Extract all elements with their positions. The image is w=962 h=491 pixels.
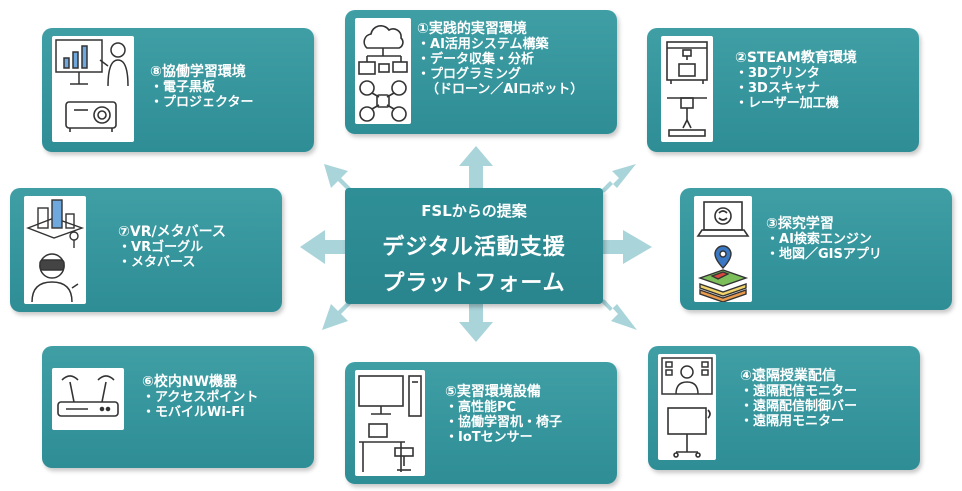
box1-text: ①実践的実習環境 AI活用システム構築 データ収集・分析 プログラミング （ドロ… xyxy=(417,21,583,98)
box4-text: ④遠隔授業配信 遠隔配信モニター 遠隔配信制御バー 遠隔用モニター xyxy=(740,368,857,430)
3d-printer-icon xyxy=(666,41,708,84)
box5-item: 協働学習机・椅子 xyxy=(445,415,562,431)
box6-title: ⑥校内NW機器 xyxy=(142,374,238,390)
desktop-pc-icon xyxy=(358,375,422,417)
arrow-up-left xyxy=(324,164,355,195)
arrow-down xyxy=(459,304,493,342)
box7-text: ⑦VR/メタバース VRゴーグル メタバース xyxy=(118,224,226,271)
box-practical-training: ①実践的実習環境 AI活用システム構築 データ収集・分析 プログラミング （ドロ… xyxy=(345,10,617,134)
box8-item: プロジェクター xyxy=(150,95,253,111)
box7-item: VRゴーグル xyxy=(118,240,226,256)
box4-item: 遠隔用モニター xyxy=(740,414,857,430)
box8-title: ⑧協働学習環境 xyxy=(150,64,246,80)
arrow-right xyxy=(603,230,652,264)
box1-item: AI活用システム構築 xyxy=(417,37,583,53)
projector-icon xyxy=(65,101,117,132)
box5-text: ⑤実習環境設備 高性能PC 協働学習机・椅子 IoTセンサー xyxy=(445,384,562,446)
box4-icon-area xyxy=(658,354,716,460)
box4-item: 遠隔配信制御バー xyxy=(740,399,857,415)
box1-icon-area xyxy=(355,18,411,124)
box2-icon-area xyxy=(661,36,713,142)
box-collaborative-learning: ⑧協働学習環境 電子黒板 プロジェクター xyxy=(42,28,314,152)
desk-chair-icon xyxy=(359,423,414,472)
box1-item: （ドローン／AIロボット） xyxy=(426,81,584,97)
box3-title: ③探究学習 xyxy=(766,216,834,232)
box3-item: AI検索エンジン xyxy=(766,232,882,248)
ai-laptop-icon xyxy=(696,201,750,237)
box5-item: IoTセンサー xyxy=(445,430,562,446)
box5-item: 高性能PC xyxy=(445,400,562,416)
box3-icon-area xyxy=(694,196,752,302)
box-vr-metaverse: ⑦VR/メタバース VRゴーグル メタバース xyxy=(10,188,282,312)
box5-icon-area xyxy=(355,370,425,476)
box-steam-education: ②STEAM教育環境 3Dプリンタ 3Dスキャナ レーザー加工機 xyxy=(647,28,919,152)
video-monitor-icon xyxy=(661,357,713,395)
drone-icon xyxy=(359,80,407,122)
box8-icon-area xyxy=(52,36,134,142)
box6-item: アクセスポイント xyxy=(142,390,258,406)
whiteboard-presenter-icon xyxy=(55,39,129,87)
display-stand-icon xyxy=(667,407,711,458)
box4-title: ④遠隔授業配信 xyxy=(740,368,836,384)
box2-item: レーザー加工機 xyxy=(735,96,857,112)
map-pin-layers-icon xyxy=(697,245,749,302)
box6-icon-area xyxy=(52,368,124,430)
center-subtitle: FSLからの提案 xyxy=(421,202,527,220)
box3-text: ③探究学習 AI検索エンジン 地図／GISアプリ xyxy=(766,216,882,263)
center-title-line2: プラットフォーム xyxy=(382,271,566,296)
box8-text: ⑧協働学習環境 電子黒板 プロジェクター xyxy=(150,64,254,111)
box-inquiry-learning: ③探究学習 AI検索エンジン 地図／GISアプリ xyxy=(680,188,952,310)
box1-item: データ収集・分析 xyxy=(417,52,583,68)
box2-title: ②STEAM教育環境 xyxy=(735,50,857,66)
box-training-facilities: ⑤実習環境設備 高性能PC 協働学習机・椅子 IoTセンサー xyxy=(345,362,617,484)
box7-icon-area xyxy=(24,196,86,304)
box7-item: メタバース xyxy=(118,255,226,271)
box6-text: ⑥校内NW機器 アクセスポイント モバイルWi-Fi xyxy=(142,374,258,421)
arrow-down-left xyxy=(322,297,355,330)
arrow-up xyxy=(459,146,493,188)
box6-item: モバイルWi-Fi xyxy=(142,405,258,421)
center-proposal-box: FSLからの提案 デジタル活動支援 プラットフォーム xyxy=(345,188,603,304)
box2-text: ②STEAM教育環境 3Dプリンタ 3Dスキャナ レーザー加工機 xyxy=(735,50,857,112)
box-remote-class: ④遠隔授業配信 遠隔配信モニター 遠隔配信制御バー 遠隔用モニター xyxy=(648,346,920,470)
box8-item: 電子黒板 xyxy=(150,80,254,96)
box2-item: 3Dスキャナ xyxy=(735,81,857,97)
box1-item: プログラミング xyxy=(417,67,583,83)
arrow-down-right xyxy=(596,297,637,330)
box1-title: ①実践的実習環境 xyxy=(417,21,527,37)
vr-headset-person-icon xyxy=(31,253,79,303)
arrow-up-right xyxy=(596,164,636,195)
arrow-left xyxy=(300,230,345,264)
box-network-equipment: ⑥校内NW機器 アクセスポイント モバイルWi-Fi xyxy=(42,346,314,468)
box2-item: 3Dプリンタ xyxy=(735,66,857,82)
box5-title: ⑤実習環境設備 xyxy=(445,384,541,400)
vr-city-icon xyxy=(26,199,85,248)
wifi-router-icon xyxy=(57,375,119,417)
center-title-line1: デジタル活動支援 xyxy=(382,235,566,260)
box3-item: 地図／GISアプリ xyxy=(766,247,882,263)
box4-item: 遠隔配信モニター xyxy=(740,384,857,400)
cloud-network-icon xyxy=(358,25,408,75)
box7-title: ⑦VR/メタバース xyxy=(118,224,226,240)
laser-cutter-icon xyxy=(667,97,707,137)
